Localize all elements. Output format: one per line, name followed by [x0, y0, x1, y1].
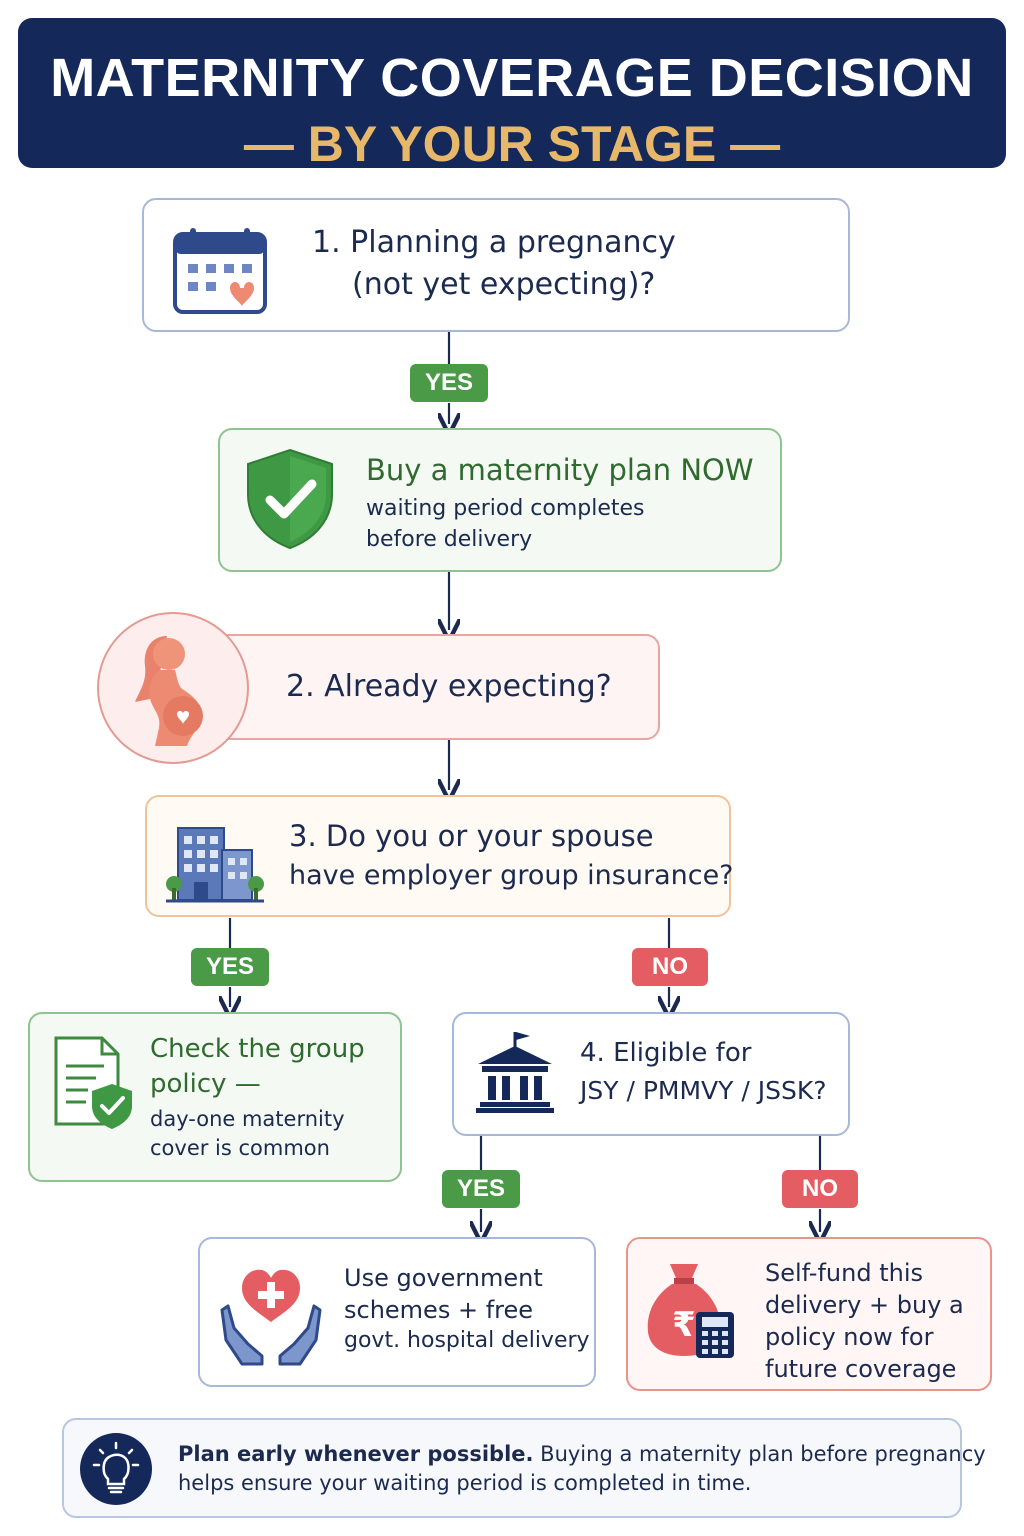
- self-fund-line4: future coverage: [765, 1355, 957, 1383]
- buy-now-desc2: before delivery: [366, 527, 533, 552]
- self-fund-line2: delivery + buy a: [765, 1291, 964, 1319]
- step1-line1: 1. Planning a pregnancy: [312, 225, 676, 260]
- government-building-icon: [476, 1032, 554, 1113]
- step4-line2: JSY / PMMVY / JSSK?: [580, 1076, 827, 1105]
- govt-line1: Use government: [344, 1264, 543, 1292]
- shield-check-icon: [247, 448, 333, 550]
- step4-yes-badge: YES: [442, 1170, 520, 1208]
- step3-line1: 3. Do you or your spouse: [289, 819, 654, 853]
- step3-no-badge: NO: [632, 948, 708, 986]
- self-fund-line3: policy now for: [765, 1323, 934, 1351]
- step1-yes-badge: YES: [410, 364, 488, 402]
- step4-box: [452, 1012, 850, 1136]
- step3-yes-badge: YES: [191, 948, 269, 986]
- group-policy-title1: Check the group: [150, 1034, 365, 1064]
- page-subtitle: — BY YOUR STAGE —: [243, 116, 781, 172]
- group-policy-title2: policy —: [150, 1069, 261, 1099]
- svg-text:₹: ₹: [672, 1305, 696, 1345]
- tip-bold-text: Plan early whenever possible.: [178, 1442, 534, 1466]
- step3-line2: have employer group insurance?: [289, 860, 734, 891]
- tip-rest-text: Buying a maternity plan before pregnancy: [533, 1442, 986, 1466]
- office-building-icon: [166, 827, 264, 903]
- tip-box: [62, 1418, 962, 1518]
- govt-line2: schemes + free: [344, 1296, 534, 1324]
- step2-label: 2. Already expecting?: [286, 669, 612, 704]
- tip-line1: Plan early whenever possible. Buying a m…: [178, 1439, 986, 1469]
- lightbulb-icon: [92, 1441, 140, 1494]
- step2-box: [210, 634, 660, 740]
- govt-line3: govt. hospital delivery: [344, 1328, 590, 1353]
- page-title: MATERNITY COVERAGE DECISION: [50, 48, 974, 108]
- self-fund-line1: Self-fund this: [765, 1259, 923, 1287]
- step4-line1: 4. Eligible for: [580, 1038, 752, 1068]
- document-shield-icon: [54, 1036, 132, 1129]
- buy-now-title: Buy a maternity plan NOW: [366, 453, 754, 487]
- hands-heart-icon: [220, 1269, 322, 1366]
- buy-now-box: [218, 428, 782, 572]
- pregnant-woman-icon: [135, 636, 203, 746]
- tip-line2: helps ensure your waiting period is comp…: [178, 1471, 752, 1495]
- calendar-heart-icon: [173, 228, 267, 314]
- buy-now-desc1: waiting period completes: [366, 496, 645, 521]
- money-bag-calculator-icon: ₹: [647, 1264, 734, 1358]
- step1-line2: (not yet expecting)?: [352, 267, 656, 302]
- title-banner: MATERNITY COVERAGE DECISION — BY YOUR ST…: [18, 18, 1006, 172]
- step4-no-badge: NO: [782, 1170, 858, 1208]
- group-policy-desc2: cover is common: [150, 1136, 330, 1160]
- group-policy-desc1: day-one maternity: [150, 1107, 345, 1131]
